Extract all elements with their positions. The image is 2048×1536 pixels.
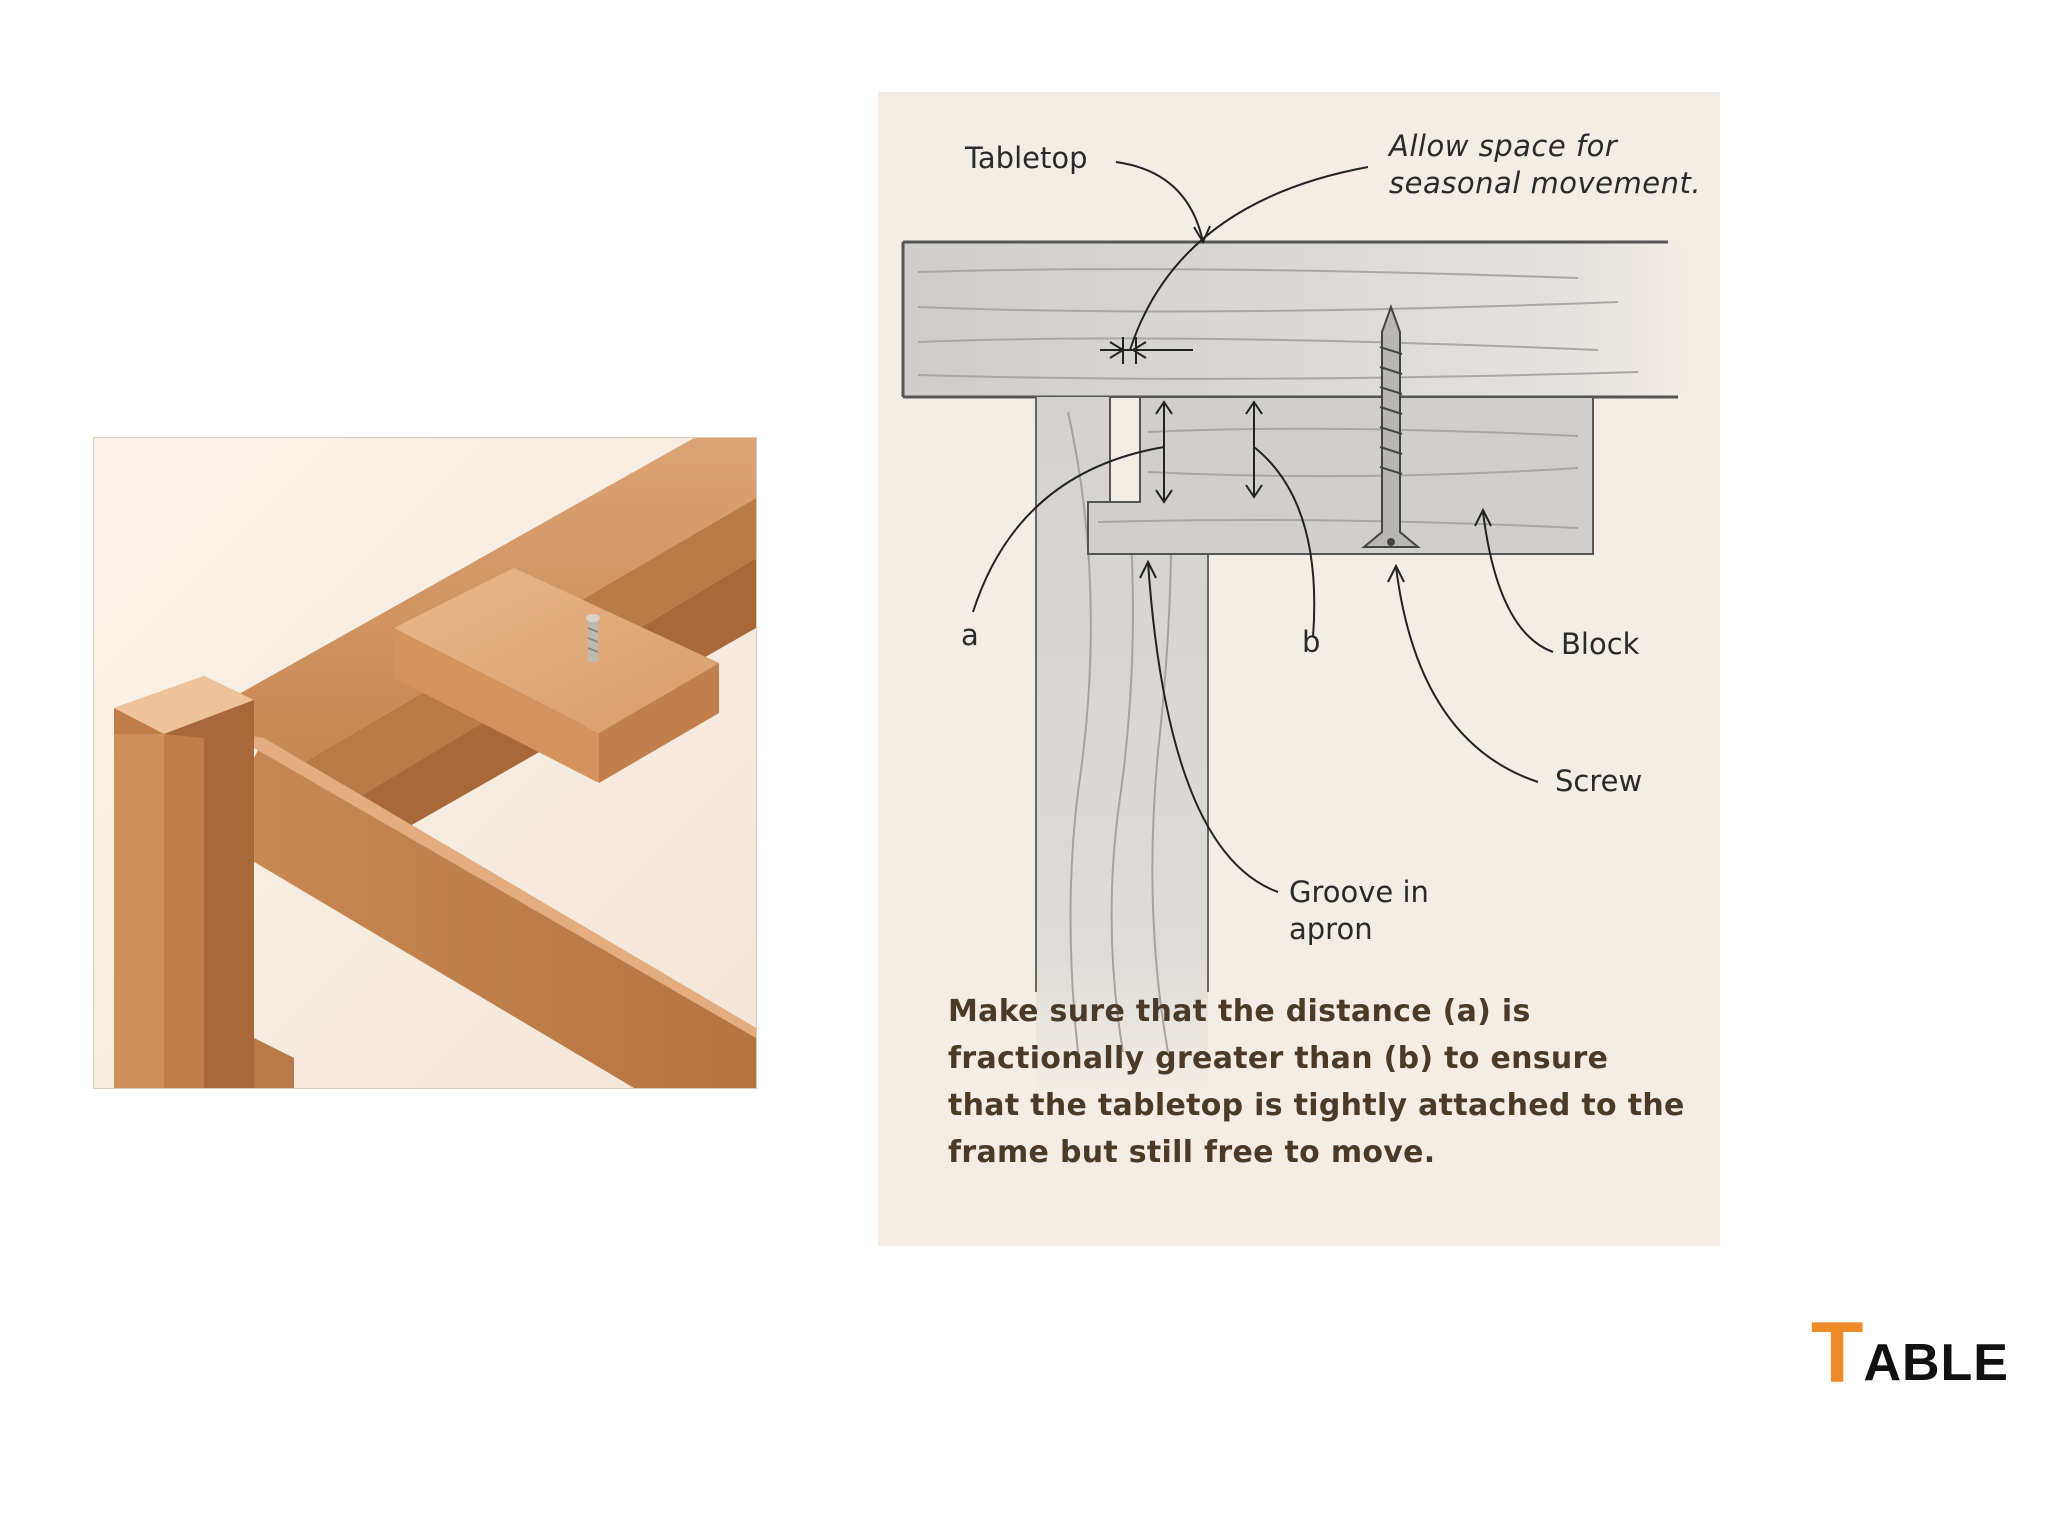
slide-title-initial: T: [1810, 1305, 1864, 1401]
attachment-block: [1087, 396, 1594, 555]
label-tabletop: Tabletop: [965, 141, 1088, 175]
screw-drawing: [1361, 304, 1421, 548]
tabletop-board: [901, 240, 1693, 399]
label-allow-space-line1: Allow space for: [1389, 129, 1618, 163]
leader-lines: [972, 161, 1554, 893]
label-a: a: [961, 618, 979, 652]
label-groove-line1: Groove in: [1289, 875, 1429, 909]
dimension-marks: [1100, 337, 1263, 504]
caption-line-3: that the tabletop is tightly attached to…: [948, 1088, 1685, 1123]
tabletop-attachment-diagram: Tabletop Allow space for seasonal moveme…: [878, 92, 1720, 1246]
label-groove-line2: apron: [1289, 912, 1373, 946]
cross-section-drawing: [901, 161, 1693, 1097]
label-block: Block: [1561, 627, 1640, 661]
label-screw: Screw: [1555, 764, 1643, 798]
caption-line-2: fractionally greater than (b) to ensure: [948, 1041, 1609, 1076]
diagram-caption: Make sure that the distance (a) is fract…: [948, 988, 1688, 1176]
caption-line-1: Make sure that the distance (a) is: [948, 994, 1531, 1029]
label-b: b: [1302, 625, 1321, 659]
caption-line-4: frame but still free to move.: [948, 1135, 1436, 1170]
table-corner-illustration: [94, 438, 756, 1088]
slide-title: TABLE: [1811, 1308, 2009, 1398]
label-allow-space-line2: seasonal movement.: [1389, 166, 1702, 200]
slide-title-rest: ABLE: [1863, 1334, 2009, 1392]
table-corner-photo: [93, 437, 757, 1089]
